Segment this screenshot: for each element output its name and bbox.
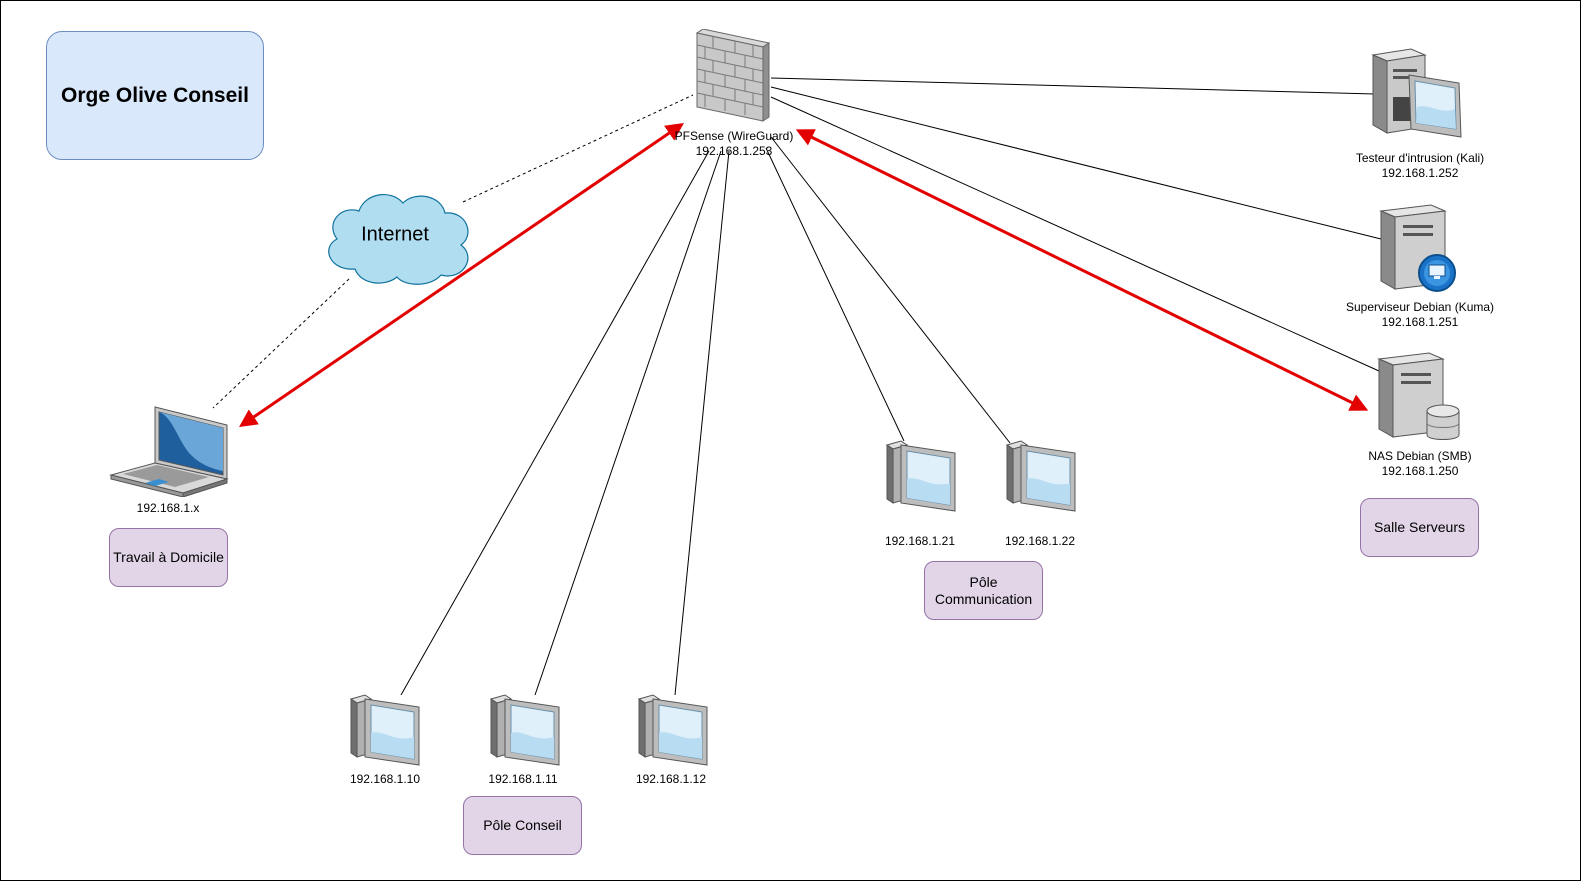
desktop-pc-icon — [349, 694, 420, 766]
desktop-pc-icon — [637, 694, 708, 766]
laptop-ip: 192.168.1.x — [136, 501, 200, 515]
server-nas-name: NAS Debian (SMB) — [1368, 449, 1472, 463]
firewall-label: PFSense (WireGuard) 192.168.1.253 — [675, 129, 794, 159]
link-firewall-pc-22 — [770, 136, 1011, 444]
server-kuma-label: Superviseur Debian (Kuma) 192.168.1.251 — [1346, 300, 1494, 330]
firewall-name: PFSense (WireGuard) — [674, 129, 794, 143]
pc-12-label: 192.168.1.12 — [635, 772, 707, 786]
server-kuma-ip: 192.168.1.251 — [1381, 315, 1459, 329]
server-nas-ip: 192.168.1.250 — [1381, 464, 1459, 478]
desktop-pc-icon — [885, 440, 956, 512]
monitoring-server-icon — [1379, 204, 1456, 292]
desktop-pc-icon — [1005, 440, 1076, 512]
laptop-label: 192.168.1.x — [137, 501, 200, 516]
link-firewall-kali — [770, 77, 1376, 95]
server-kali-label: Testeur d'intrusion (Kali) 192.168.1.252 — [1356, 151, 1484, 181]
server-kali-name: Testeur d'intrusion (Kali) — [1355, 151, 1485, 165]
pc-10-label: 192.168.1.10 — [349, 772, 421, 786]
group-communication: Pôle Communication — [924, 561, 1043, 620]
link-firewall-pc-21 — [765, 147, 905, 442]
internet-link-firewall — [462, 94, 694, 203]
laptop-icon — [109, 406, 229, 497]
link-firewall-pc-12 — [674, 150, 730, 696]
cloud-icon — [328, 194, 469, 285]
desktop-pc-icon — [489, 694, 560, 766]
link-firewall-pc-11 — [534, 150, 722, 696]
server-nas-label: NAS Debian (SMB) 192.168.1.250 — [1368, 449, 1471, 479]
pc-11-label: 192.168.1.11 — [488, 772, 558, 786]
firewall-ip: 192.168.1.253 — [695, 144, 773, 158]
internet-link-laptop — [212, 278, 350, 409]
group-home: Travail à Domicile — [109, 528, 228, 587]
firewall-icon — [695, 29, 771, 122]
pc-22-label: 192.168.1.22 — [1004, 534, 1076, 548]
vpn-arrow-laptop — [239, 122, 684, 428]
server-kali-ip: 192.168.1.252 — [1381, 166, 1459, 180]
vpn-arrow-nas — [795, 129, 1369, 411]
storage-server-icon — [1377, 352, 1460, 440]
group-servers: Salle Serveurs — [1360, 498, 1479, 557]
pc-21-label: 192.168.1.21 — [884, 534, 956, 548]
diagram-title: Orge Olive Conseil — [46, 31, 264, 160]
workstation-tower-icon — [1371, 48, 1462, 138]
link-firewall-nas — [770, 96, 1380, 372]
cloud-label: Internet — [361, 223, 429, 246]
group-conseil: Pôle Conseil — [463, 796, 582, 855]
server-kuma-name: Superviseur Debian (Kuma) — [1345, 300, 1495, 314]
